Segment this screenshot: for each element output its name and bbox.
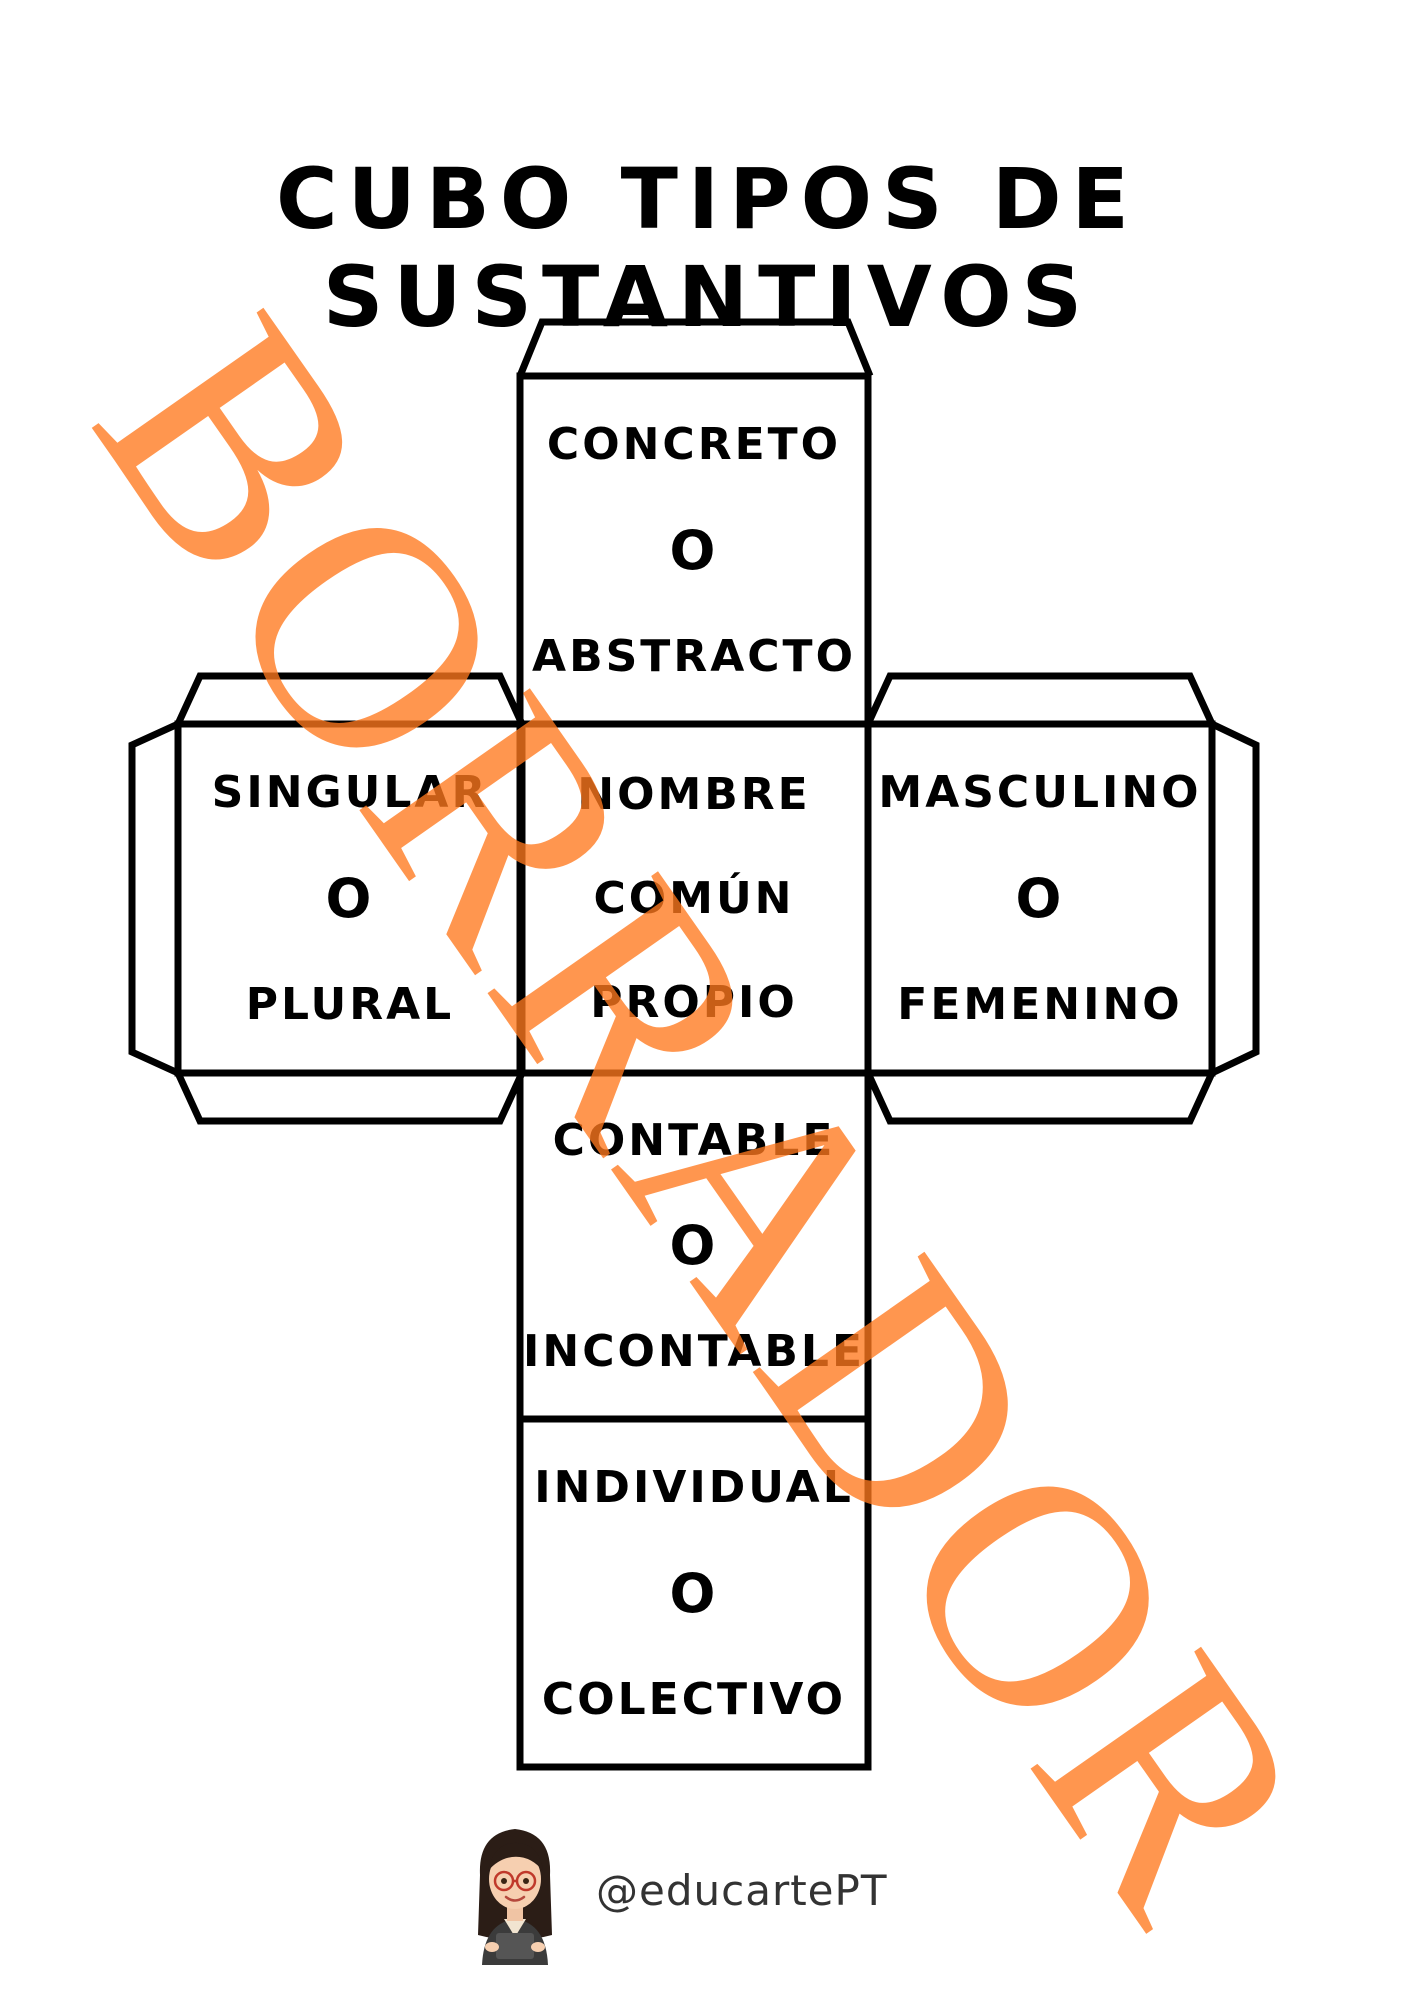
face-bottom-line2: O xyxy=(669,1561,719,1625)
right-bottom-glue-tab xyxy=(864,1071,1216,1125)
author-handle: @educartePT xyxy=(596,1865,888,1915)
face-right-line2: O xyxy=(1015,866,1065,930)
face-center-line2: COMÚN xyxy=(593,872,795,924)
face-left-line3: PLURAL xyxy=(245,979,455,1031)
face-lower-line1: CONTABLE xyxy=(552,1115,836,1167)
face-lower: CONTABLE O INCONTABLE xyxy=(520,1073,868,1419)
face-right-outline xyxy=(864,720,1216,1077)
face-right-line3: FEMENINO xyxy=(897,979,1183,1031)
face-center-line3: PROPIO xyxy=(590,977,798,1029)
face-top: CONCRETO O ABSTRACTO xyxy=(520,376,868,724)
face-lower-line2: O xyxy=(669,1214,719,1278)
author-credit: @educartePT xyxy=(460,1815,888,1965)
face-left-line1: SINGULAR xyxy=(211,766,489,818)
face-top-line2: O xyxy=(669,518,719,582)
left-outer-glue-tab xyxy=(128,720,180,1077)
face-right-line1: MASCULINO xyxy=(878,766,1202,818)
face-left: SINGULAR O PLURAL xyxy=(178,724,522,1073)
face-top-line1: CONCRETO xyxy=(546,418,842,470)
face-bottom-outline xyxy=(516,1415,872,1771)
teacher-avatar-icon xyxy=(478,1829,552,1965)
face-right: MASCULINO O FEMENINO xyxy=(868,724,1212,1073)
face-center: NOMBRE COMÚN PROPIO xyxy=(520,724,868,1073)
face-bottom: INDIVIDUAL O COLECTIVO xyxy=(520,1419,868,1767)
left-top-glue-tab xyxy=(174,672,526,726)
right-top-glue-tab xyxy=(864,672,1216,726)
page-title: CUBO TIPOS DE SUSTANTIVOS xyxy=(276,150,1139,346)
face-bottom-line1: INDIVIDUAL xyxy=(534,1461,854,1513)
face-center-line1: NOMBRE xyxy=(577,768,811,820)
face-left-line2: O xyxy=(325,866,375,930)
face-lower-line3: INCONTABLE xyxy=(523,1325,865,1377)
face-top-line3: ABSTRACTO xyxy=(532,630,856,682)
face-bottom-line3: COLECTIVO xyxy=(541,1673,847,1725)
top-glue-tab xyxy=(516,318,874,378)
left-bottom-glue-tab xyxy=(174,1071,526,1125)
right-outer-glue-tab xyxy=(1210,720,1260,1077)
